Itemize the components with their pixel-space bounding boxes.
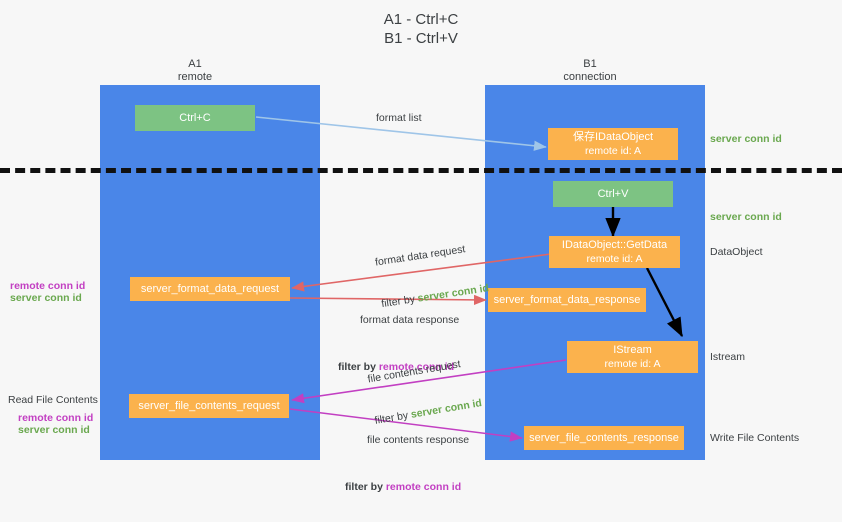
filter-value-remote-conn-id: remote conn id — [385, 481, 462, 493]
left-label-remote-conn-id-bottom: remote conn id — [18, 412, 94, 424]
left-label-server-conn-id-bottom: server conn id — [18, 424, 90, 436]
node-server-format-data-response-label: server_format_data_response — [493, 294, 641, 306]
node-ctrl-c-label: Ctrl+C — [179, 112, 211, 124]
node-server-file-contents-request: server_file_contents_request — [129, 394, 289, 418]
node-save-idataobject-sub: remote id: A — [584, 145, 642, 157]
node-server-file-contents-response: server_file_contents_response — [524, 426, 684, 450]
node-istream-sub: remote id: A — [604, 358, 661, 370]
node-idataobject-getdata-label: IDataObject::GetData — [561, 239, 668, 251]
edge-label-format-data-request-line1: format data request — [374, 243, 467, 269]
node-server-file-contents-request-label: server_file_contents_request — [138, 400, 280, 412]
node-istream-label: IStream — [613, 344, 652, 356]
right-label-dataobject: DataObject — [710, 246, 763, 258]
filter-prefix: filter by — [345, 481, 386, 493]
arrow-format-data-response — [289, 294, 487, 305]
node-server-format-data-request-label: server_format_data_request — [140, 283, 280, 295]
node-ctrl-v-label: Ctrl+V — [597, 188, 629, 200]
filter-value-remote-conn-id: remote conn id — [378, 361, 455, 373]
node-server-format-data-response: server_format_data_response — [488, 288, 646, 312]
left-label-read-file-contents: Read File Contents — [8, 394, 98, 406]
node-save-idataobject-label: 保存IDataObject — [572, 131, 654, 143]
edge-label-format-data-response: format data response filter by remote co… — [338, 285, 459, 402]
node-ctrl-v: Ctrl+V — [553, 181, 673, 207]
left-label-server-conn-id-mid: server conn id — [10, 292, 82, 304]
arrow-getdata-to-istream — [645, 267, 684, 338]
lane-header-b1: B1 connection — [563, 58, 617, 83]
divider-dashed — [0, 168, 842, 173]
node-server-file-contents-response-label: server_file_contents_response — [529, 432, 679, 444]
right-label-write-file-contents: Write File Contents — [710, 432, 800, 444]
node-idataobject-getdata: IDataObject::GetData remote id: A — [549, 236, 680, 268]
node-server-format-data-request: server_format_data_request — [130, 277, 290, 301]
filter-prefix: filter by — [338, 361, 379, 373]
arrow-file-contents-request — [291, 359, 567, 404]
node-istream: IStream remote id: A — [567, 341, 698, 373]
edge-label-file-contents-response: file contents response filter by remote … — [345, 405, 469, 522]
diagram-canvas: A1 - Ctrl+C B1 - Ctrl+V A1 remote B1 con… — [0, 11, 842, 493]
arrow-format-list — [255, 116, 547, 151]
lane-header-a1: A1 remote — [177, 58, 213, 83]
edge-label-format-data-response-line2: filter by remote conn id — [338, 355, 459, 374]
left-label-remote-conn-id-mid: remote conn id — [10, 280, 86, 292]
arrow-layer — [255, 116, 684, 442]
node-save-idataobject: 保存IDataObject remote id: A — [548, 128, 678, 160]
arrow-file-contents-response — [289, 408, 523, 442]
node-idataobject-getdata-sub: remote id: A — [586, 253, 643, 265]
edge-label-file-contents-response-line1: file contents response — [367, 434, 470, 446]
page-title: A1 - Ctrl+C B1 - Ctrl+V — [383, 11, 459, 47]
node-ctrl-c: Ctrl+C — [135, 105, 255, 131]
arrow-format-data-request — [291, 253, 552, 292]
right-label-server-conn-id-mid: server conn id — [710, 211, 782, 223]
right-label-server-conn-id-top: server conn id — [710, 133, 782, 145]
edge-label-format-list: format list — [376, 112, 422, 124]
edge-label-format-data-response-line1: format data response — [360, 314, 460, 326]
edge-label-file-contents-request-line1: file contents request — [366, 358, 462, 386]
right-label-istream: Istream — [710, 351, 746, 363]
